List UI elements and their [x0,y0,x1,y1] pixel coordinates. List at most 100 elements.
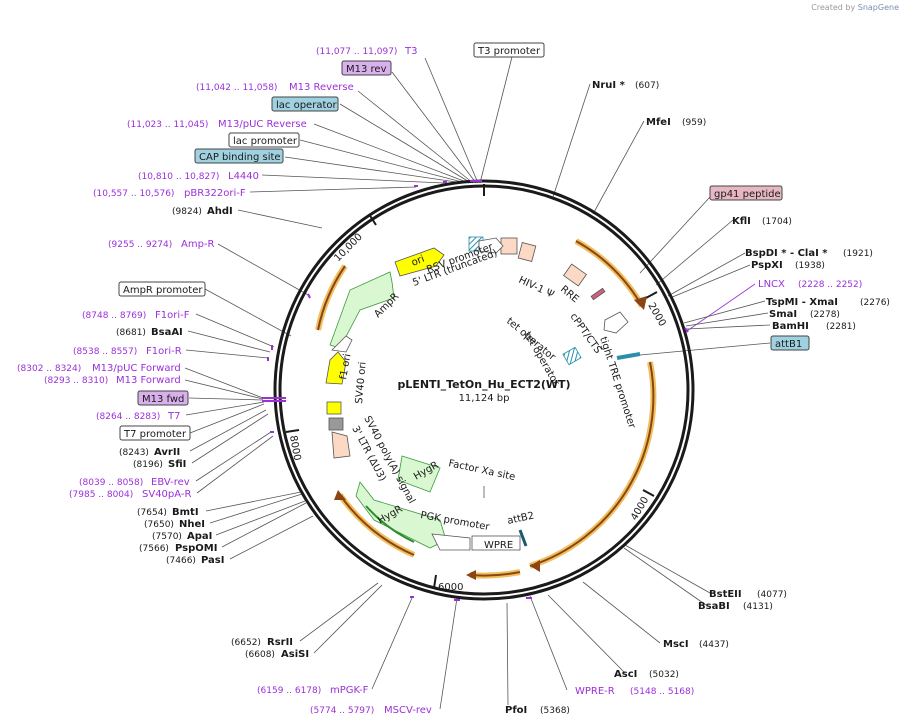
lac-operator-box [271,96,339,112]
label-ori: ori [410,254,426,269]
m13puc-rev-label: M13/pUC Reverse [218,119,307,130]
asisi-label: AsiSI [281,649,309,660]
t7-range: (8264 .. 8283) [96,412,160,422]
pasi-pos: (7466) [166,556,196,566]
pasi-label: PasI [201,555,224,566]
ebv-label: EBV-rev [151,477,190,488]
pspxi-label: PspXI [751,260,783,271]
bspdi-pos: (1921) [843,249,873,259]
label-wpre: WPRE [484,540,513,551]
m13rev-label: M13 rev [346,64,387,75]
plasmid-name: pLENTI_TetOn_Hu_ECT2(WT) [397,378,570,391]
lncx-range: (2228 .. 2252) [798,280,862,290]
ebv-range: (8039 .. 8058) [79,478,143,488]
feature-hiv-box [517,241,537,263]
ampr-promoter-label: AmpR promoter [123,285,203,296]
label-factorxa: Factor Xa site [447,458,516,483]
feature-pgk [431,533,471,551]
mfei-pos: (959) [682,118,706,128]
hygr-inner-arrow [365,505,415,543]
t3-promoter-label: T3 promoter [477,46,541,57]
f1ori-f-label: F1ori-F [155,310,190,321]
t7-label: T7 [167,411,180,422]
pfoi-pos: (5368) [540,706,570,716]
nhei-pos: (7650) [144,520,174,530]
f1ori-f-range: (8748 .. 8769) [82,311,146,321]
sfii-pos: (8196) [133,460,163,470]
feature-3ltr [331,431,351,459]
gp41-box [709,185,783,201]
bsaai-pos: (8681) [116,328,146,338]
label-rre: RRE [558,284,581,305]
m13fwd-label: M13 fwd [142,394,184,405]
l4440-range: (10,810 .. 10,827) [138,172,219,182]
ampr-primer-range: (9255 .. 9274) [108,240,172,250]
feature-sv40pa-box [328,417,344,431]
smai-pos: (2278) [810,310,840,320]
t3-range: (11,077 .. 11,097) [316,47,397,57]
apai-label: ApaI [187,531,212,542]
tspmi-label: TspMI - XmaI [766,297,838,308]
cap-site-label: CAP binding site [199,152,281,163]
asci-pos: (5032) [649,670,679,680]
msci-pos: (4437) [699,640,729,650]
pbr-range: (10,557 .. 10,576) [93,189,174,199]
arc-arrowhead-4 [334,490,346,500]
m13puc-rev-range: (11,023 .. 11,045) [127,120,208,130]
msci-label: MscI [663,639,689,650]
t3-label: T3 [404,46,417,57]
nrui-pos: (607) [635,81,659,91]
kfli-pos: (1704) [762,217,792,227]
tick-label-6000: 6000 [438,582,463,593]
bamhi-pos: (2281) [826,322,856,332]
attb1-box [770,335,810,351]
ampr-primer-label: Amp-R [181,239,215,250]
avrii-label: AvrII [154,447,180,458]
lac-promoter-label: lac promoter [233,136,298,147]
cap-site-box [194,148,284,164]
feature-sv40ori [325,351,347,385]
arc-arrowhead-1 [634,296,647,310]
gp41-label: gp41 peptide [714,189,781,200]
feature-tetop-box [562,346,582,366]
ampr-promoter-box [118,281,206,297]
m13forward-label: M13 Forward [116,375,181,386]
feature-tet-pentagon [603,311,629,334]
t7-promoter-label: T7 promoter [123,429,187,440]
sfii-label: SfiI [168,459,186,470]
m13reverse-label: M13 Reverse [289,82,354,93]
avrii-pos: (8243) [119,448,149,458]
leader-lines [184,56,771,710]
m13forward-range: (8293 .. 8310) [44,376,108,386]
feature-shapes [325,236,641,551]
t3-promoter-box [473,42,545,58]
arc-arrowhead-2 [530,560,540,572]
feature-attb2-line [518,529,528,547]
kfli-label: KflI [732,216,751,227]
m13fwd-box [137,390,189,406]
m13rev-box [341,60,392,76]
m13reverse-range: (11,042 .. 11,058) [196,83,277,93]
tick-marks [285,184,658,589]
f1ori-r-label: F1ori-R [146,346,182,357]
apai-pos: (7570) [152,532,182,542]
label-sv40ori: SV40 ori [354,361,369,404]
pspomi-pos: (7566) [139,544,169,554]
mpgk-label: mPGK-F [330,685,369,696]
backbone-outer [273,179,695,601]
ahdi-pos: (9824) [172,207,202,217]
tick-label-2000: 2000 [645,301,667,329]
snapgene-credit: Created by SnapGene [811,3,899,12]
plasmid-length: 11,124 bp [459,393,510,404]
sv40pa-range: (7985 .. 8004) [69,490,133,500]
pbr-label: pBR322ori-F [184,188,246,199]
wpre-r-range: (5148 .. 5168) [630,687,694,697]
lac-promoter-box [228,132,300,148]
nrui-label: NruI * [592,80,626,91]
bstEII-pos: (4077) [757,590,787,600]
feature-hygr-1 [397,455,441,493]
label-tre: tight TRE promoter [597,336,637,431]
asci-label: AscI [614,669,637,680]
nhei-label: NheI [179,519,205,530]
